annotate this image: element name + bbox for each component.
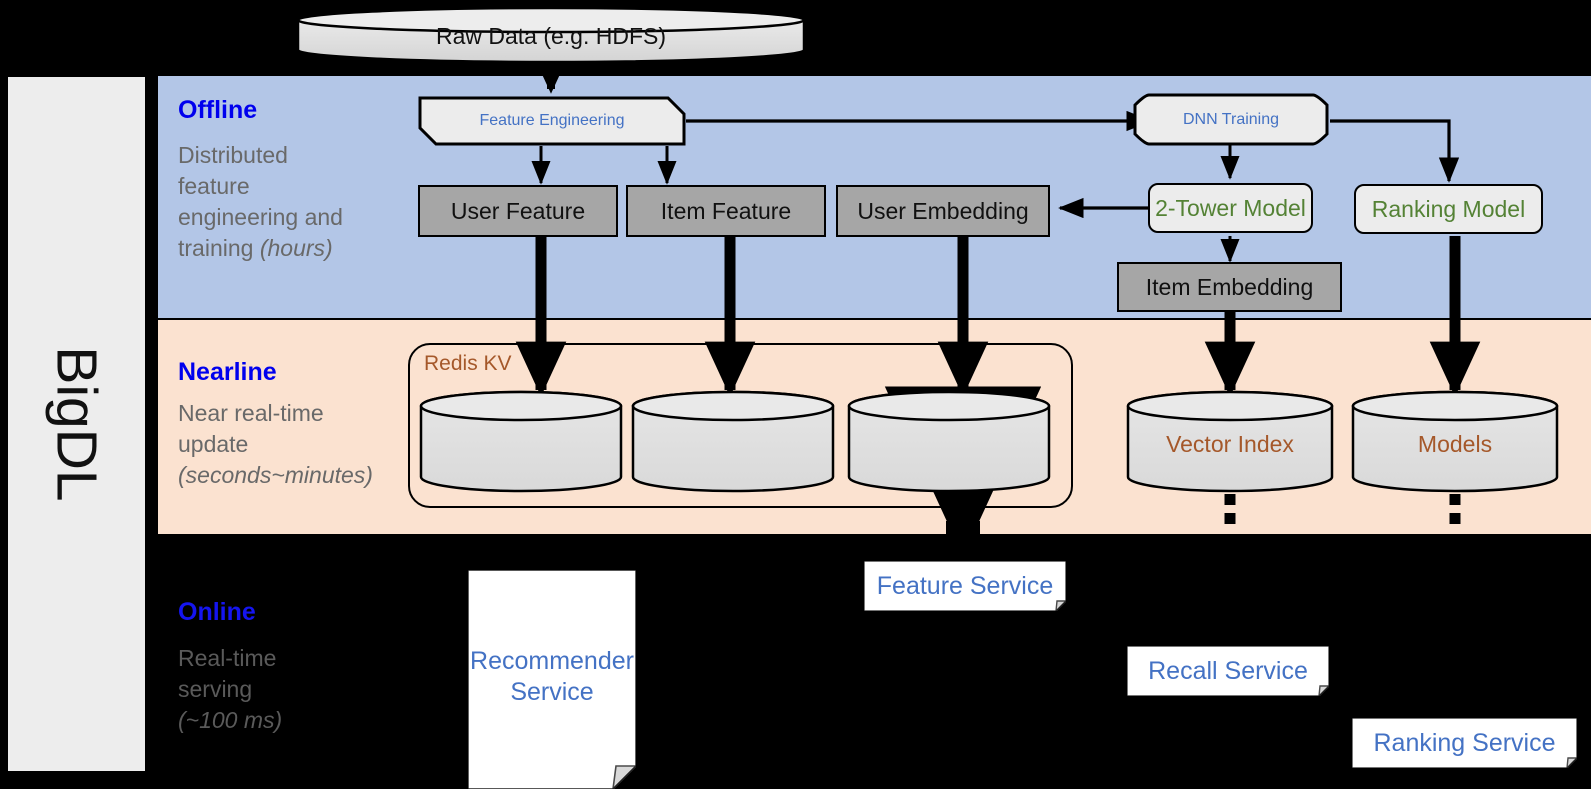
feature-engineering-node[interactable]: Feature Engineering xyxy=(418,96,686,146)
two-tower-model-label: 2-Tower Model xyxy=(1155,194,1306,221)
bigdl-label: BigDL xyxy=(8,77,145,771)
offline-description: Distributed feature engineering and trai… xyxy=(178,140,413,264)
models-label: Models xyxy=(1417,431,1493,457)
feature-service-note[interactable]: Feature Service xyxy=(864,561,1066,611)
nearline-desc-l2: update xyxy=(178,431,249,457)
user-embedding-node[interactable]: User Embedding xyxy=(836,185,1050,237)
online-desc-l2: serving xyxy=(178,676,253,702)
item-embedding-node[interactable]: Item Embedding xyxy=(1117,262,1342,312)
nearline-desc-italic: (seconds~minutes) xyxy=(178,462,373,488)
user-embedding-store-cylinder xyxy=(846,389,1052,494)
user-embedding-label: User Embedding xyxy=(857,197,1029,224)
nearline-description: Near real-time update (seconds~minutes) xyxy=(178,398,413,491)
vector-index-cylinder[interactable]: Vector Index xyxy=(1125,389,1335,494)
ranking-service-note[interactable]: Ranking Service xyxy=(1352,718,1577,768)
user-feature-label: User Feature xyxy=(450,197,586,224)
online-title: Online xyxy=(178,598,256,626)
raw-data-label: Raw Data (e.g. HDFS) xyxy=(435,23,667,49)
dnn-training-label: DNN Training xyxy=(1182,110,1280,128)
offline-desc-l2: feature xyxy=(178,173,250,199)
recall-service-note[interactable]: Recall Service xyxy=(1127,646,1329,696)
two-tower-model-node[interactable]: 2-Tower Model xyxy=(1148,183,1313,233)
recommender-service-l2: Service xyxy=(510,678,594,706)
item-feature-label: Item Feature xyxy=(660,197,792,224)
feature-service-label: Feature Service xyxy=(876,572,1054,600)
ranking-model-label: Ranking Model xyxy=(1371,195,1526,222)
item-feature-node[interactable]: Item Feature xyxy=(626,185,826,237)
item-embedding-label: Item Embedding xyxy=(1145,273,1314,300)
online-desc-l1: Real-time xyxy=(178,645,277,671)
ranking-model-node[interactable]: Ranking Model xyxy=(1354,184,1543,234)
user-feature-node[interactable]: User Feature xyxy=(418,185,618,237)
recommender-service-label: Recommender Service xyxy=(468,646,636,708)
offline-desc-l1: Distributed xyxy=(178,142,288,168)
vector-index-label: Vector Index xyxy=(1166,431,1294,457)
offline-desc-italic: (hours) xyxy=(259,235,333,261)
recommender-service-l1: Recommender xyxy=(470,647,634,675)
ranking-service-label: Ranking Service xyxy=(1373,729,1556,757)
bigdl-text: BigDL xyxy=(44,346,109,502)
redis-kv-container xyxy=(408,343,1073,508)
offline-desc-l4: training xyxy=(178,235,260,261)
online-desc-italic: (~100 ms) xyxy=(178,707,283,733)
user-feature-store-cylinder xyxy=(418,389,624,494)
nearline-desc-l1: Near real-time xyxy=(178,400,324,426)
bigdl-rail xyxy=(8,77,145,771)
nearline-title: Nearline xyxy=(178,358,277,386)
offline-desc-l3: engineering and xyxy=(178,204,343,230)
recommender-service-note[interactable]: Recommender Service xyxy=(468,570,636,789)
dnn-training-node[interactable]: DNN Training xyxy=(1133,93,1329,146)
offline-title: Offline xyxy=(178,96,258,124)
raw-data-cylinder: Raw Data (e.g. HDFS) xyxy=(296,6,806,64)
online-description: Real-time serving (~100 ms) xyxy=(178,643,413,736)
recall-service-label: Recall Service xyxy=(1148,657,1308,685)
item-feature-store-cylinder xyxy=(630,389,836,494)
feature-engineering-label: Feature Engineering xyxy=(479,112,625,129)
models-cylinder[interactable]: Models xyxy=(1350,389,1560,494)
redis-kv-label: Redis KV xyxy=(424,352,512,375)
